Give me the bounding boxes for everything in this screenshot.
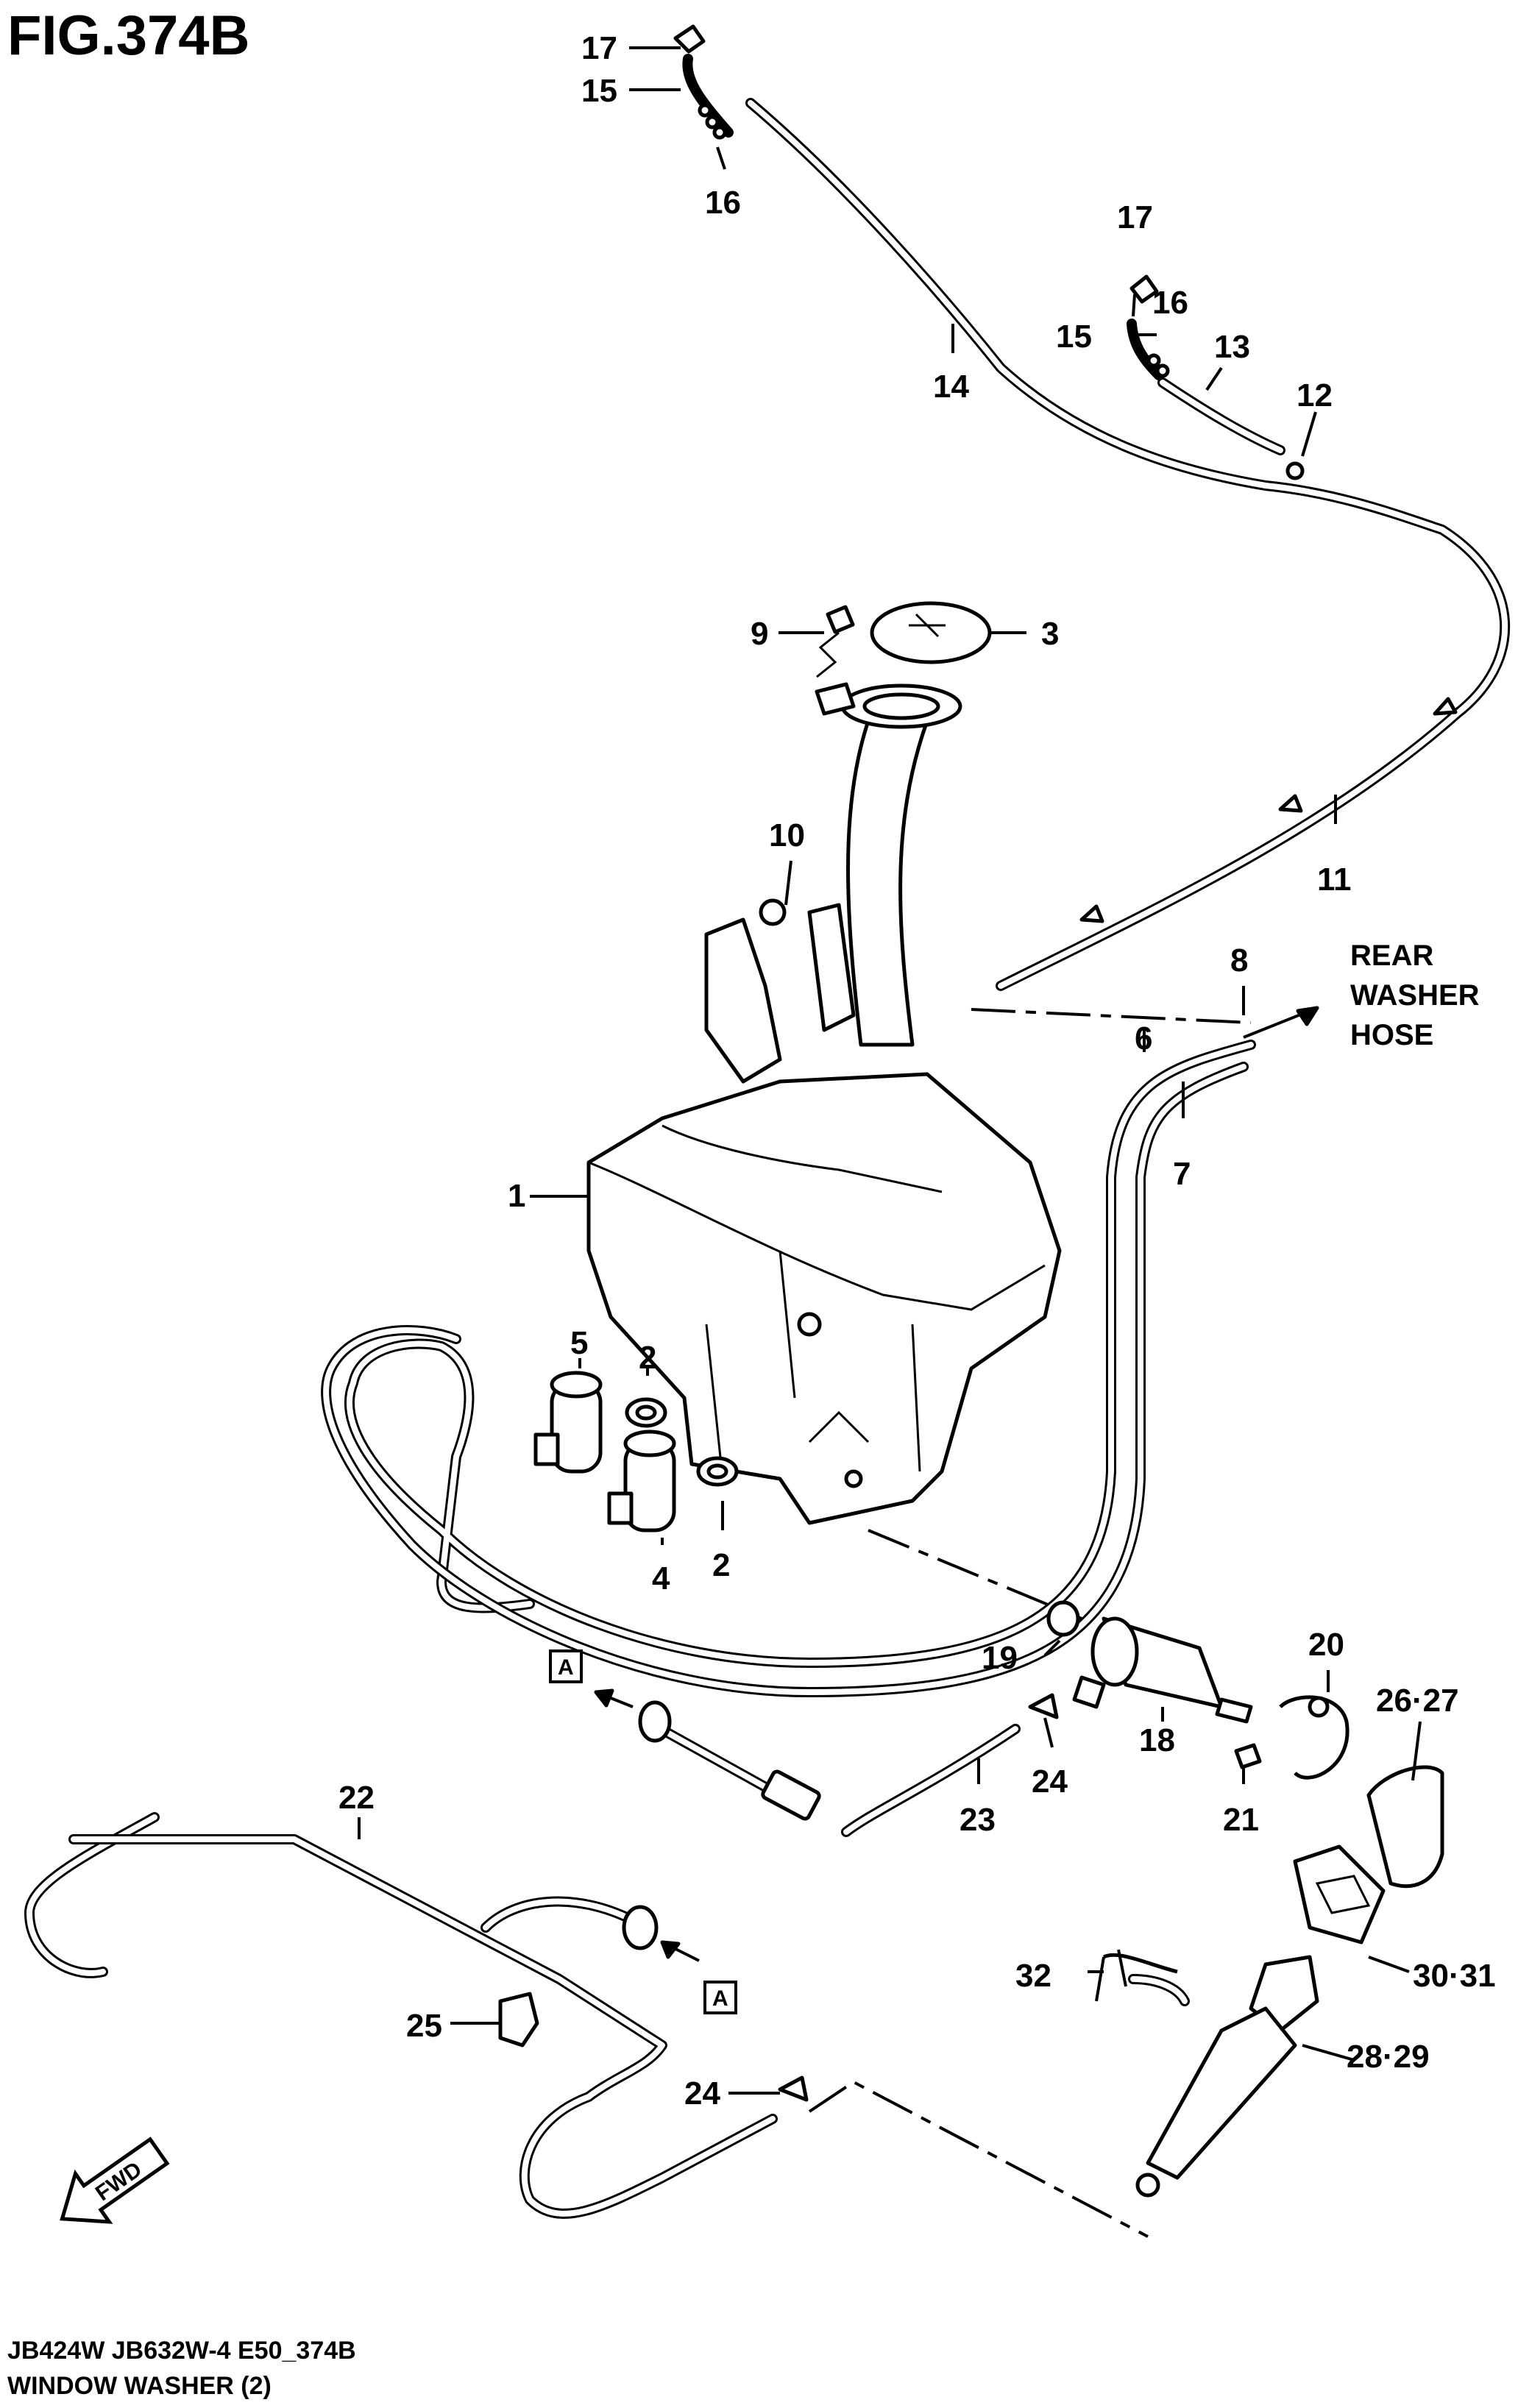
callout-26-27: 26·27: [1376, 1683, 1459, 1719]
reference-box-a-upper: A: [549, 1649, 583, 1683]
callout-24: 24: [1032, 1764, 1068, 1800]
svg-text:HOSE: HOSE: [1350, 1019, 1433, 1051]
callout-7: 7: [1173, 1156, 1191, 1192]
callout-18: 18: [1139, 1722, 1175, 1758]
cover-26-27: [1366, 1765, 1444, 1889]
filler-cap: [870, 601, 992, 664]
callout-15: 15: [581, 73, 617, 109]
callout-2: 2: [639, 1340, 656, 1376]
callout-15: 15: [1056, 319, 1092, 355]
joint-24-b: [778, 2075, 809, 2102]
callout-2: 2: [712, 1547, 730, 1583]
callout-11: 11: [1317, 862, 1352, 898]
callout-6: 6: [1135, 1020, 1152, 1056]
nozzle-30-31: [1293, 1844, 1386, 1944]
joint-24-a: [1028, 1693, 1059, 1719]
svg-text:WASHER: WASHER: [1350, 979, 1480, 1012]
reference-box-a-lower: A: [703, 1981, 737, 2014]
clamp-20: [1279, 1695, 1349, 1780]
callout-24: 24: [684, 2075, 720, 2112]
callout-8: 8: [1230, 942, 1248, 979]
callout-17: 17: [1117, 199, 1153, 235]
front-hose-loop-6: [321, 1040, 1256, 1697]
svg-text:A: A: [558, 1655, 574, 1680]
forward-direction-arrow: FWD: [60, 2137, 170, 2224]
callout-10: 10: [769, 817, 805, 853]
callout-1: 1: [508, 1178, 525, 1214]
washer-reservoir-tank: [586, 601, 1062, 1525]
callout-17: 17: [581, 30, 617, 66]
bolt-10: [759, 898, 787, 926]
callout-5: 5: [570, 1325, 588, 1361]
callout-21: 21: [1223, 1802, 1259, 1838]
callout-25: 25: [406, 2008, 442, 2044]
callout-20: 20: [1308, 1627, 1344, 1663]
svg-text:REAR: REAR: [1350, 940, 1433, 972]
nozzle-17-mid: [1129, 274, 1159, 304]
bolt-21: [1234, 1743, 1262, 1769]
callout-23: 23: [960, 1802, 996, 1838]
callout-28-29: 28·29: [1347, 2039, 1430, 2075]
washer-pumps: [533, 1371, 739, 1532]
callout-12: 12: [1297, 377, 1333, 413]
rear-washer-hose-annotation: REAR WASHER HOSE: [1350, 940, 1480, 1051]
headlamp-washer-pump-area: [594, 1600, 1444, 1889]
leader-lines: [358, 46, 1422, 2095]
callout-22: 22: [338, 1780, 375, 1816]
rear-washer-hose-line: [673, 24, 1511, 1039]
callout-30-31: 30·31: [1413, 1958, 1496, 1994]
callout-32: 32: [1015, 1958, 1051, 1994]
tank-body: [586, 1072, 1062, 1525]
callout-13: 13: [1214, 329, 1250, 365]
figure-title: FIG.374B: [7, 4, 249, 67]
nozzle-17-top: [673, 24, 706, 54]
drawing-code: JB424W JB632W-4 E50_374B: [7, 2337, 356, 2365]
callout-3: 3: [1041, 616, 1059, 652]
callout-16: 16: [1152, 285, 1188, 321]
diagram-caption: WINDOW WASHER (2): [7, 2372, 272, 2400]
bolt-9: [826, 605, 855, 634]
check-valve: [761, 1769, 821, 1821]
headlamp-nozzle-assembly: [1095, 1844, 1386, 2198]
callout-labels: 17 15 16 14 17 16 15 13 12 9 3 10 11 8 6…: [338, 30, 1496, 2112]
callout-16: 16: [705, 185, 741, 221]
grommet-19: [1046, 1600, 1080, 1637]
bracket-32: [1102, 1953, 1178, 1974]
svg-text:A: A: [712, 1986, 728, 2011]
callout-9: 9: [751, 616, 768, 652]
callout-14: 14: [933, 369, 969, 405]
callout-19: 19: [982, 1640, 1018, 1676]
joint-12: [1285, 461, 1305, 480]
callout-4: 4: [652, 1560, 670, 1597]
headlamp-hose-22: [24, 1812, 1149, 2238]
clip-25: [498, 1992, 539, 2047]
